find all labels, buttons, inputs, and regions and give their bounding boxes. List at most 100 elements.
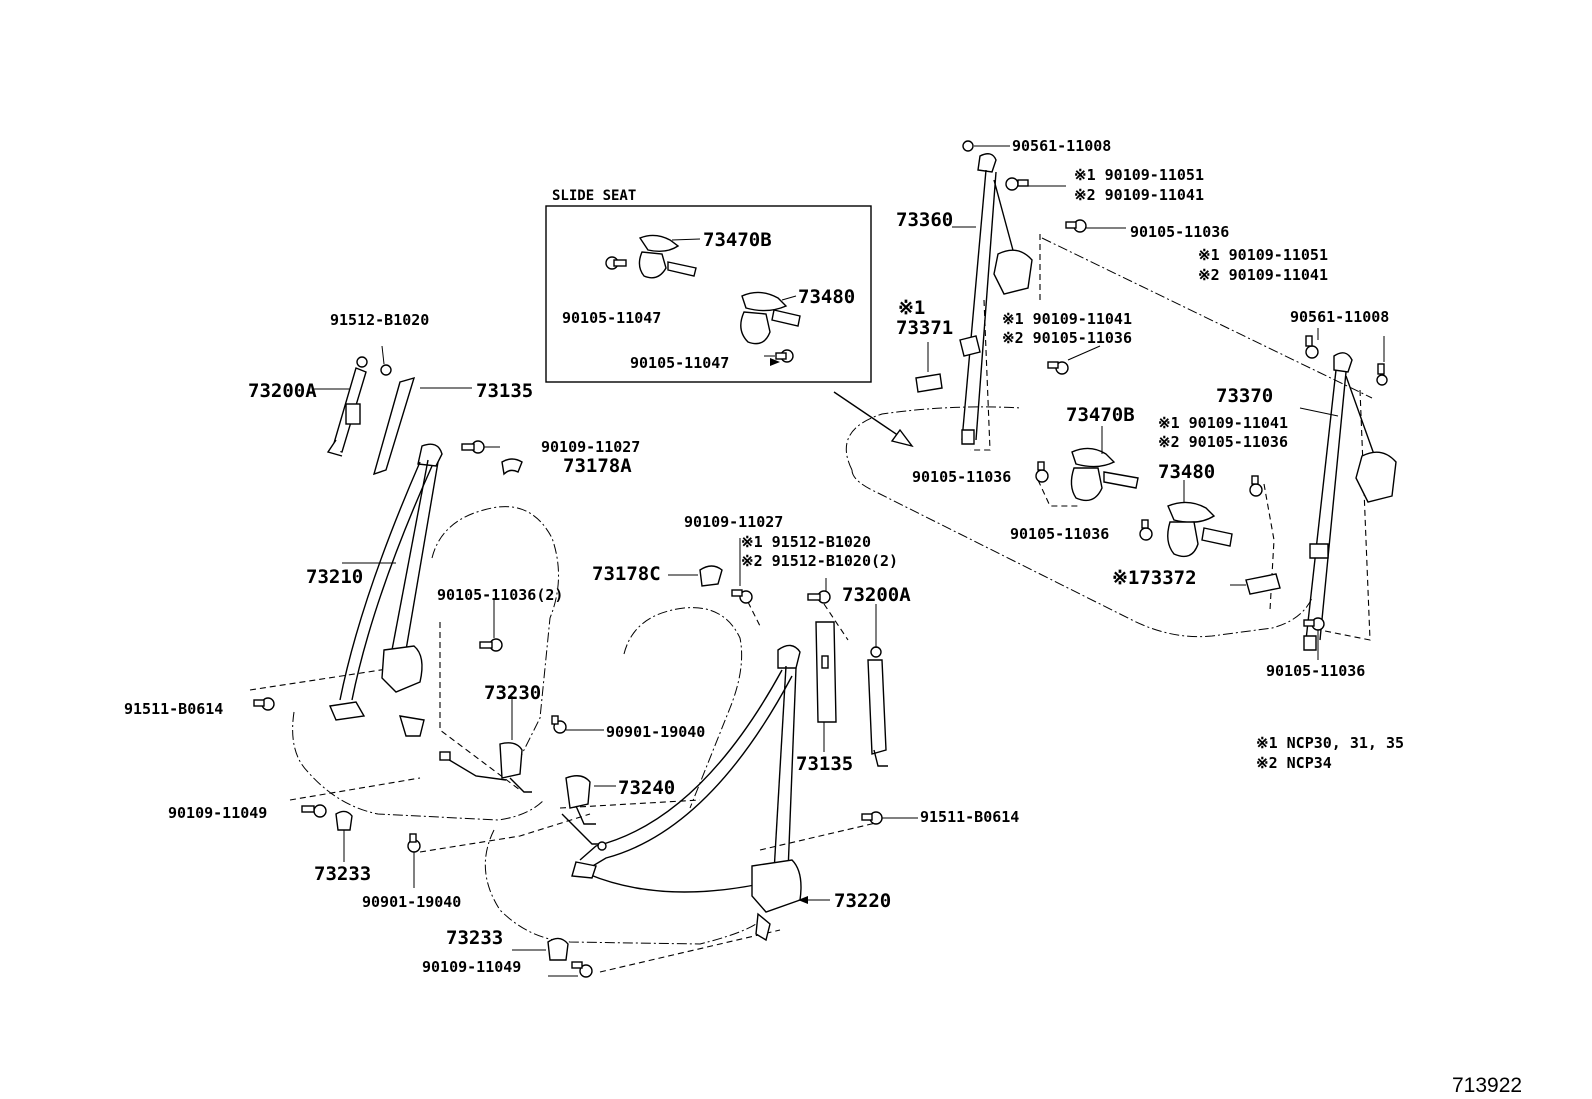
part-73178a [501, 458, 523, 476]
rear-seat [845, 140, 1397, 660]
label-91512-b1020-left: 91512-B1020 [330, 311, 429, 329]
part-73370-belt [1303, 352, 1397, 651]
label-n2-90109-11041-r: ※2 90109-11041 [1198, 266, 1328, 284]
bolt-91511-b0614-left [253, 697, 275, 711]
part-73360-belt [959, 140, 1033, 445]
bolt-90109-11027-left [461, 440, 485, 454]
slide-seat-inset: SLIDE SEAT 73470B 90105-11047 73480 9010… [545, 188, 872, 383]
bolt-90109-11041-c [1047, 361, 1069, 375]
right-front-seat [484, 538, 918, 978]
bolt-90105-11036-2 [479, 638, 503, 652]
inset-bolt-a [605, 256, 627, 270]
label-73480-inset: 73480 [798, 286, 855, 308]
label-90901-19040-a: 90901-19040 [606, 723, 705, 741]
bolt-90561-11008-r [1376, 363, 1388, 386]
label-91511-b0614-left: 91511-B0614 [124, 700, 223, 718]
bolt-90901-19040-b [407, 833, 421, 853]
label-73370: 73370 [1216, 385, 1273, 407]
bolt-90105-11036-rl [1035, 461, 1049, 483]
slide-seat-frame [545, 205, 872, 383]
label-n1-73371-mark: ※1 [898, 297, 925, 319]
figure-id: 713922 [1452, 1074, 1522, 1097]
label-n1-90109-11051-r: ※1 90109-11051 [1198, 246, 1328, 264]
label-n2-90109-11041-top: ※2 90109-11041 [1074, 186, 1204, 204]
label-n1-73372: ※173372 [1112, 567, 1197, 589]
label-90109-11027-a: 90109-11027 [541, 438, 640, 456]
label-n1-90109-11041-r: ※1 90109-11041 [1158, 414, 1288, 432]
part-73210-belt [329, 443, 443, 737]
part-73233-b [547, 937, 569, 961]
note-2: ※2 NCP34 [1256, 754, 1332, 772]
label-73135-top: 73135 [476, 380, 533, 402]
bolt-90901-19040-a [551, 715, 567, 734]
inset-pointer-arrowhead [890, 428, 914, 448]
label-90105-11036-rb: 90105-11036 [1266, 662, 1365, 680]
label-73220: 73220 [834, 890, 891, 912]
bolt-91512-b1020-mid [807, 590, 831, 604]
bolt-90109-11027-b [731, 589, 753, 604]
label-73200a-mid: 73200A [842, 584, 911, 606]
bolt-90109-11049-a [301, 804, 327, 818]
inset-bolt-b [775, 349, 794, 363]
note-1: ※1 NCP30, 31, 35 [1256, 734, 1404, 752]
part-73230-buckle [439, 742, 532, 793]
part-73371 [915, 373, 943, 393]
label-73360: 73360 [896, 209, 953, 231]
label-90901-19040-b: 90901-19040 [362, 893, 461, 911]
label-n1-90109-11041-c: ※1 90109-11041 [1002, 310, 1132, 328]
label-90105-11036-rm: 90105-11036 [1010, 525, 1109, 543]
part-73200a-left [326, 356, 368, 457]
label-n2-90105-11036-c: ※2 90105-11036 [1002, 329, 1132, 347]
label-90105-11036-top: 90105-11036 [1130, 223, 1229, 241]
part-73240-buckle [561, 775, 607, 851]
label-91511-b0614-mid: 91511-B0614 [920, 808, 1019, 826]
label-73233-a: 73233 [314, 863, 371, 885]
label-73470b-rear: 73470B [1066, 404, 1135, 426]
inset-buckle-73470b [638, 234, 697, 279]
label-n1-90109-11051-top: ※1 90109-11051 [1074, 166, 1204, 184]
left-front-seat [249, 345, 604, 888]
label-90561-11008-r: 90561-11008 [1290, 308, 1389, 326]
label-73470b-inset: 73470B [703, 229, 772, 251]
label-n2-90105-11036-r: ※2 90105-11036 [1158, 433, 1288, 451]
label-90105-11036-rl: 90105-11036 [912, 468, 1011, 486]
label-73240: 73240 [618, 777, 675, 799]
label-73135-mid: 73135 [796, 753, 853, 775]
part-73200a-mid [867, 646, 888, 767]
part-73178c [699, 565, 723, 587]
label-73178c: 73178C [592, 563, 661, 585]
bolt-91511-b0614-mid [861, 811, 883, 825]
part-73233-a [335, 810, 353, 831]
part-73135-mid [815, 621, 837, 723]
label-n2-91512-b1020-2: ※2 91512-B1020(2) [741, 552, 898, 570]
inset-pointer-arrow [833, 391, 906, 441]
part-73135-left [372, 376, 416, 476]
bolt-90105-11036-rb [1303, 617, 1325, 631]
label-90109-11049-b: 90109-11049 [422, 958, 521, 976]
label-n1-91512-b1020: ※1 91512-B1020 [741, 533, 871, 551]
bolt-90109-11041-r [1305, 335, 1319, 359]
inset-buckle-73480 [740, 291, 801, 345]
slide-seat-title: SLIDE SEAT [552, 188, 636, 204]
label-73210: 73210 [306, 566, 363, 588]
label-90105-11036-2: 90105-11036(2) [437, 586, 563, 604]
part-73220-belt [571, 644, 802, 942]
part-73470b-rear [1070, 447, 1139, 502]
label-73480-rear: 73480 [1158, 461, 1215, 483]
label-90105-11047-inset-b: 90105-11047 [630, 354, 729, 372]
bolt-90105-11036-rr [1249, 475, 1263, 497]
label-73200a-left: 73200A [248, 380, 317, 402]
label-90109-11027-b: 90109-11027 [684, 513, 783, 531]
label-73230: 73230 [484, 682, 541, 704]
part-73480-rear [1167, 501, 1233, 558]
bolt-90109-11049-b [571, 961, 593, 978]
label-90561-11008-top: 90561-11008 [1012, 137, 1111, 155]
bolt-90105-11036-rm [1139, 519, 1153, 541]
label-73233-b: 73233 [446, 927, 503, 949]
label-73178a: 73178A [563, 455, 632, 477]
label-90105-11047-inset-a: 90105-11047 [562, 309, 661, 327]
label-73371: 73371 [896, 317, 953, 339]
part-73372 [1245, 573, 1281, 595]
